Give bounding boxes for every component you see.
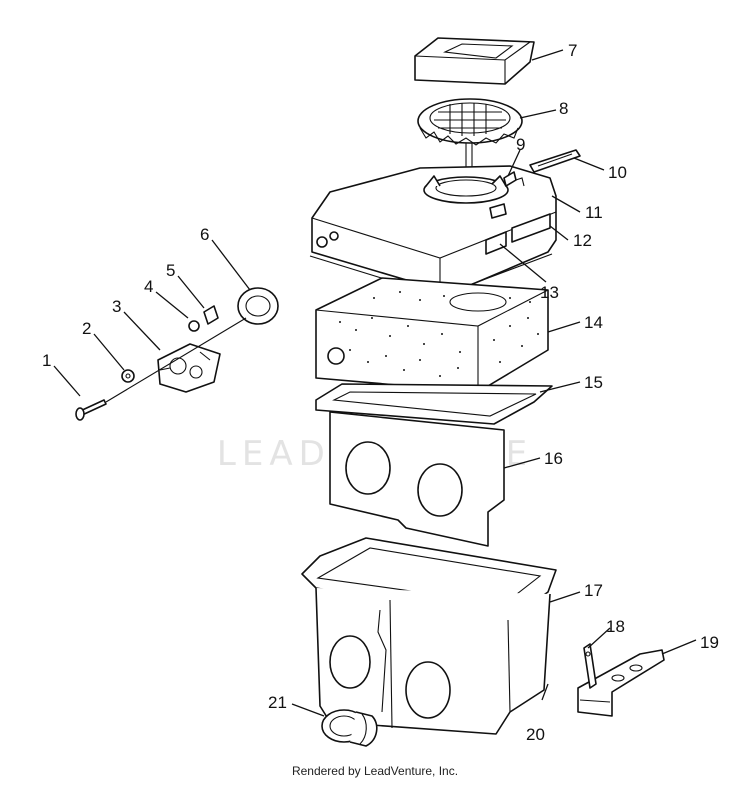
part-9-tab[interactable] bbox=[503, 171, 517, 187]
callout-19[interactable]: 19 bbox=[700, 633, 719, 652]
part-8-post bbox=[465, 143, 473, 168]
callout-8[interactable]: 8 bbox=[559, 99, 568, 118]
part-14-foam-block[interactable] bbox=[315, 277, 549, 393]
callout-17[interactable]: 17 bbox=[584, 581, 603, 600]
part-21-boot[interactable] bbox=[321, 709, 378, 747]
callout-1[interactable]: 1 bbox=[42, 351, 51, 370]
part-15-gasket[interactable] bbox=[315, 383, 553, 425]
callout-12[interactable]: 12 bbox=[573, 231, 592, 250]
part-4-nut[interactable] bbox=[188, 320, 200, 332]
callout-3[interactable]: 3 bbox=[112, 297, 121, 316]
callout-18[interactable]: 18 bbox=[606, 617, 625, 636]
part-5-bushing[interactable] bbox=[203, 305, 219, 325]
callout-6[interactable]: 6 bbox=[200, 225, 209, 244]
part-11-lid[interactable] bbox=[309, 165, 557, 297]
part-1-screw[interactable] bbox=[75, 399, 107, 421]
part-16-plate[interactable] bbox=[329, 411, 505, 547]
callout-10[interactable]: 10 bbox=[608, 163, 627, 182]
callout-7[interactable]: 7 bbox=[568, 41, 577, 60]
footer-credit: Rendered by LeadVenture, Inc. bbox=[291, 764, 459, 778]
callout-labels: 1 2 3 4 5 6 7 8 9 10 11 12 13 14 15 16 1… bbox=[42, 41, 719, 744]
callout-20[interactable]: 20 bbox=[526, 725, 545, 744]
callout-16[interactable]: 16 bbox=[544, 449, 563, 468]
part-18-strap[interactable] bbox=[583, 643, 597, 689]
callout-14[interactable]: 14 bbox=[584, 313, 603, 332]
part-3-housing[interactable] bbox=[157, 343, 221, 393]
callout-2[interactable]: 2 bbox=[82, 319, 91, 338]
leader-lines bbox=[53, 49, 697, 717]
part-8-screen[interactable] bbox=[417, 98, 523, 146]
part-10-clip[interactable] bbox=[529, 149, 581, 173]
part-6-grommet[interactable] bbox=[237, 287, 279, 325]
part-19-bracket[interactable] bbox=[577, 649, 665, 717]
callout-4[interactable]: 4 bbox=[144, 277, 153, 296]
callout-21[interactable]: 21 bbox=[268, 693, 287, 712]
callout-11[interactable]: 11 bbox=[585, 203, 603, 222]
assembly-axis-line bbox=[105, 317, 247, 403]
callout-9[interactable]: 9 bbox=[516, 135, 525, 154]
callout-5[interactable]: 5 bbox=[166, 261, 175, 280]
part-2-washer[interactable] bbox=[121, 369, 135, 383]
callout-13[interactable]: 13 bbox=[540, 283, 559, 302]
callout-15[interactable]: 15 bbox=[584, 373, 603, 392]
part-17-airbox[interactable] bbox=[301, 537, 557, 735]
part-7-foam-pad[interactable] bbox=[414, 37, 535, 85]
